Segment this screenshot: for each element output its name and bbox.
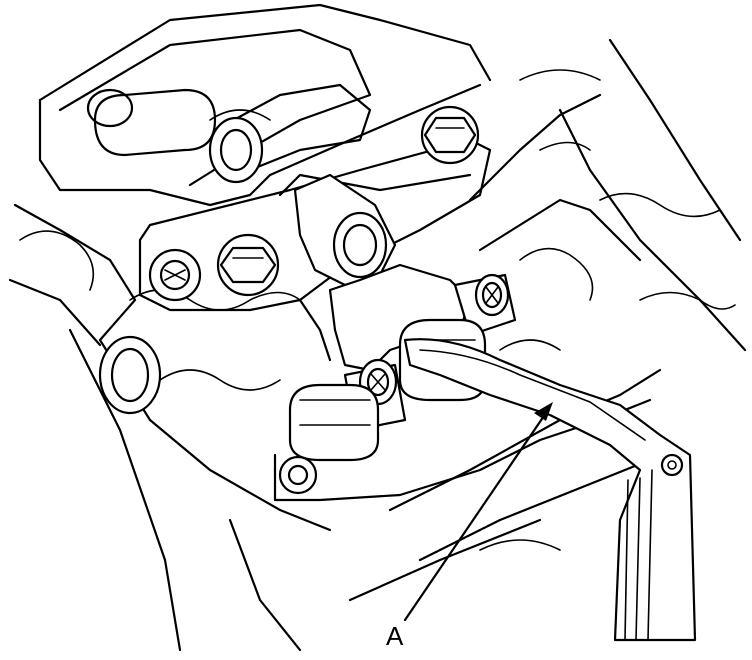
feeler-gauge [403,338,697,642]
valve-spring-retainer-left [288,383,380,462]
callout-label-a: A [386,621,404,651]
camshaft [86,83,372,184]
casting-contours [19,69,736,551]
callout-leader-a [403,402,553,622]
flange-bolt-top [420,105,480,165]
plug-tube-bore [98,335,162,415]
rocker-arm-shaft [293,173,397,287]
adjusting-screw-upper [453,273,517,337]
bolt-hole-left [148,248,202,302]
flange-bolt-left [216,233,280,297]
